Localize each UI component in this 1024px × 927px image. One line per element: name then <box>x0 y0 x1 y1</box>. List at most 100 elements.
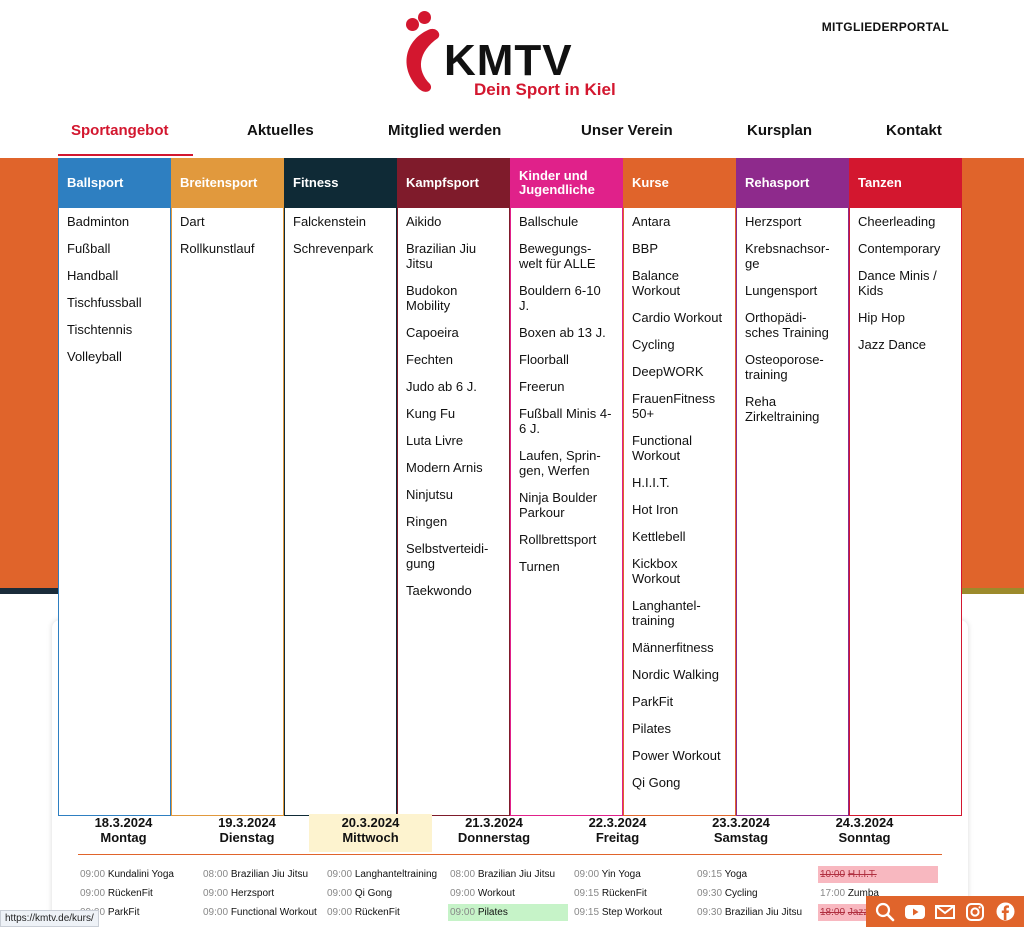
menu-item[interactable]: Cycling <box>632 337 675 352</box>
menu-item[interactable]: Pilates <box>632 721 672 736</box>
menu-item[interactable]: Ninjutsu <box>406 487 453 502</box>
menu-item[interactable]: FrauenFitness 50+ <box>632 391 716 421</box>
course-slot[interactable]: 09:00 Yin Yoga <box>572 866 692 883</box>
youtube-icon[interactable] <box>902 900 928 924</box>
menu-column-title[interactable]: Kinder und Jugendliche <box>511 158 622 208</box>
menu-item[interactable]: Antara <box>632 214 671 229</box>
course-slot[interactable]: 09:00 Pilates <box>448 904 568 921</box>
menu-item[interactable]: Tischtennis <box>67 322 133 337</box>
menu-item[interactable]: Kettlebell <box>632 529 686 544</box>
menu-item[interactable]: Freerun <box>519 379 565 394</box>
menu-item[interactable]: Contemporary <box>858 241 941 256</box>
menu-item[interactable]: BBP <box>632 241 659 256</box>
nav-item-sportangebot[interactable]: Sportangebot <box>71 122 169 139</box>
course-slot[interactable]: 09:15 RückenFit <box>572 885 692 902</box>
course-slot[interactable]: 09:00 RückenFit <box>325 904 445 921</box>
menu-item[interactable]: Handball <box>67 268 119 283</box>
instagram-icon[interactable] <box>962 900 988 924</box>
menu-item[interactable]: Lungensport <box>745 283 818 298</box>
menu-item[interactable]: Männerfitness <box>632 640 714 655</box>
menu-item[interactable]: Laufen, Sprin-gen, Werfen <box>519 448 601 478</box>
menu-item[interactable]: Kung Fu <box>406 406 456 421</box>
menu-item[interactable]: Jazz Dance <box>858 337 926 352</box>
menu-item[interactable]: Fußball <box>67 241 111 256</box>
menu-item[interactable]: Hip Hop <box>858 310 905 325</box>
facebook-icon[interactable] <box>992 900 1018 924</box>
menu-item[interactable]: Fußball Minis 4-6 J. <box>519 406 612 436</box>
menu-item[interactable]: Turnen <box>519 559 560 574</box>
menu-item[interactable]: Ballschule <box>519 214 579 229</box>
menu-item[interactable]: Budokon Mobility <box>406 283 458 313</box>
menu-item[interactable]: Taekwondo <box>406 583 472 598</box>
menu-item[interactable]: Langhantel-training <box>632 598 701 628</box>
menu-item[interactable]: Krebsnachsor-ge <box>745 241 830 271</box>
menu-column-title[interactable]: Tanzen <box>850 158 961 208</box>
menu-item[interactable]: Qi Gong <box>632 775 681 790</box>
menu-item[interactable]: Bouldern 6-10 J. <box>519 283 601 313</box>
menu-item[interactable]: Aikido <box>406 214 442 229</box>
menu-item[interactable]: Cheerleading <box>858 214 936 229</box>
menu-column-title[interactable]: Breitensport <box>172 158 283 208</box>
menu-item[interactable]: DeepWORK <box>632 364 704 379</box>
course-slot[interactable]: 17:00 Zumba <box>818 885 938 902</box>
menu-item[interactable]: Nordic Walking <box>632 667 719 682</box>
course-slot[interactable]: 09:30 Cycling <box>695 885 815 902</box>
menu-item[interactable]: Functional Workout <box>632 433 692 463</box>
menu-item[interactable]: Herzsport <box>745 214 802 229</box>
course-slot[interactable]: 09:00 Workout <box>448 885 568 902</box>
course-slot[interactable]: 09:00 Langhanteltraining <box>325 866 445 883</box>
menu-item[interactable]: Boxen ab 13 J. <box>519 325 606 340</box>
menu-item[interactable]: Kickbox Workout <box>632 556 681 586</box>
menu-item[interactable]: Power Workout <box>632 748 721 763</box>
course-slot[interactable]: 09:15 Yoga <box>695 866 815 883</box>
menu-item[interactable]: Capoeira <box>406 325 459 340</box>
menu-item[interactable]: Osteoporose-training <box>745 352 824 382</box>
menu-item[interactable]: Falckenstein <box>293 214 366 229</box>
menu-item[interactable]: Schrevenpark <box>293 241 374 256</box>
menu-item[interactable]: Rollbrettsport <box>519 532 597 547</box>
menu-item[interactable]: Selbstverteidi-gung <box>406 541 489 571</box>
menu-item[interactable]: Fechten <box>406 352 453 367</box>
menu-item[interactable]: Luta Livre <box>406 433 464 448</box>
course-slot[interactable]: 10:00 H.I.I.T. <box>818 866 938 883</box>
nav-item-aktuelles[interactable]: Aktuelles <box>247 122 314 139</box>
search-icon[interactable] <box>872 900 898 924</box>
menu-column-title[interactable]: Fitness <box>285 158 396 208</box>
menu-item[interactable]: Cardio Workout <box>632 310 723 325</box>
menu-item[interactable]: Orthopädi-sches Training <box>745 310 829 340</box>
kmtv-logo[interactable]: KMTV Dein Sport in Kiel <box>392 8 632 104</box>
course-slot[interactable]: 09:00 Herzsport <box>201 885 321 902</box>
menu-item[interactable]: Bewegungs-welt für ALLE <box>519 241 596 271</box>
course-slot[interactable]: 09:00 Functional Workout <box>201 904 321 921</box>
menu-column-title[interactable]: Kampfsport <box>398 158 509 208</box>
member-portal-link[interactable]: MITGLIEDERPORTAL <box>821 20 949 34</box>
course-slot[interactable]: 09:30 Brazilian Jiu Jitsu <box>695 904 815 921</box>
menu-item[interactable]: Rollkunstlauf <box>180 241 255 256</box>
menu-item[interactable]: Reha Zirkeltraining <box>745 394 820 424</box>
course-slot[interactable]: 09:00 Kundalini Yoga <box>78 866 198 883</box>
menu-item[interactable]: Floorball <box>519 352 569 367</box>
course-slot[interactable]: 09:00 Qi Gong <box>325 885 445 902</box>
menu-column-title[interactable]: Ballsport <box>59 158 170 208</box>
menu-item[interactable]: Dart <box>180 214 205 229</box>
nav-item-kontakt[interactable]: Kontakt <box>886 122 942 139</box>
menu-item[interactable]: Brazilian Jiu Jitsu <box>406 241 477 271</box>
menu-item[interactable]: ParkFit <box>632 694 674 709</box>
menu-item[interactable]: Ninja Boulder Parkour <box>519 490 598 520</box>
course-slot[interactable]: 08:00 Brazilian Jiu Jitsu <box>201 866 321 883</box>
menu-item[interactable]: Judo ab 6 J. <box>406 379 477 394</box>
menu-item[interactable]: H.I.I.T. <box>632 475 670 490</box>
course-slot[interactable]: 08:00 Brazilian Jiu Jitsu <box>448 866 568 883</box>
nav-item-kursplan[interactable]: Kursplan <box>747 122 813 139</box>
menu-item[interactable]: Modern Arnis <box>406 460 483 475</box>
course-slot[interactable]: 09:00 RückenFit <box>78 885 198 902</box>
menu-item[interactable]: Ringen <box>406 514 448 529</box>
menu-item[interactable]: Balance Workout <box>632 268 681 298</box>
menu-item[interactable]: Hot Iron <box>632 502 679 517</box>
nav-item-unser-verein[interactable]: Unser Verein <box>581 122 673 139</box>
menu-column-title[interactable]: Kurse <box>624 158 735 208</box>
menu-column-title[interactable]: Rehasport <box>737 158 848 208</box>
menu-item[interactable]: Dance Minis / Kids <box>858 268 937 298</box>
menu-item[interactable]: Tischfussball <box>67 295 142 310</box>
mail-icon[interactable] <box>932 900 958 924</box>
